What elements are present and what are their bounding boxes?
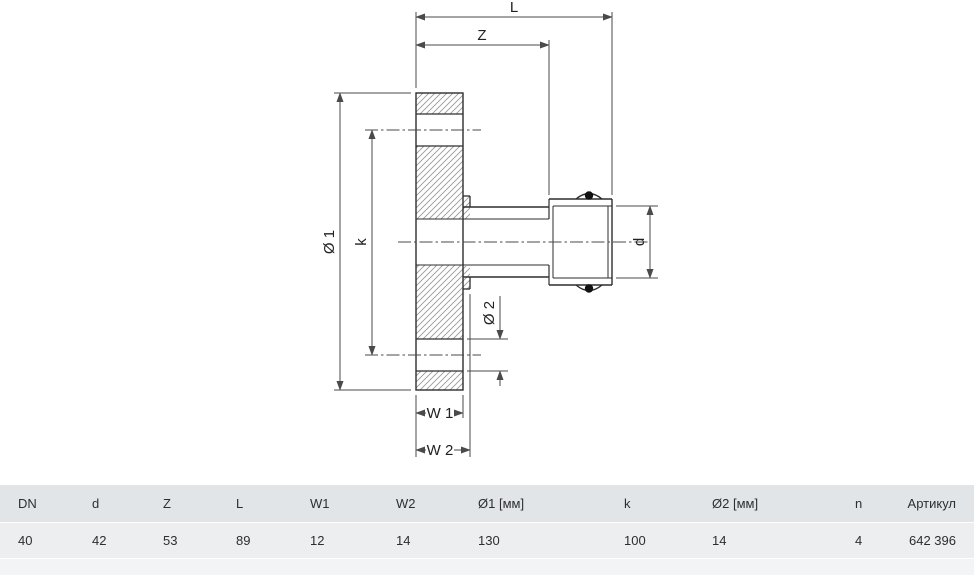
header-n: n [855, 495, 863, 511]
dim-label-Z: Z [477, 27, 486, 44]
value-z: 53 [163, 532, 178, 548]
value-l: 89 [236, 532, 251, 548]
table-footer-strip [0, 558, 974, 575]
header-l: L [236, 495, 244, 511]
header-k: k [624, 495, 631, 511]
value-w2: 14 [396, 532, 411, 548]
technical-drawing: L Z Ø 1 k Ø 2 d W 1 W 2 [321, 0, 658, 459]
dim-label-L: L [510, 0, 518, 16]
dim-label-w1: W 1 [427, 405, 454, 422]
header-z: Z [163, 495, 171, 511]
value-w1: 12 [310, 532, 325, 548]
dim-label-d2: Ø 2 [481, 301, 498, 325]
table-header-row: DN d Z L W1 W2 Ø1 [мм] k Ø2 [мм] n Артик… [0, 485, 974, 522]
dim-label-w2: W 2 [427, 442, 454, 459]
value-d: 42 [92, 532, 107, 548]
press-socket [548, 191, 613, 293]
header-d2-mm: Ø2 [мм] [712, 495, 759, 511]
value-dn: 40 [18, 532, 33, 548]
value-d1-mm: 130 [478, 532, 500, 548]
pipe-outline [416, 206, 549, 278]
header-d: d [92, 495, 100, 511]
value-d2-mm: 14 [712, 532, 727, 548]
dimensions [334, 12, 658, 457]
value-k: 100 [624, 532, 646, 548]
spec-table: DN d Z L W1 W2 Ø1 [мм] k Ø2 [мм] n Артик… [0, 485, 974, 575]
dim-label-d1: Ø 1 [321, 230, 338, 254]
o-ring-bottom [584, 284, 594, 293]
o-ring-top [584, 191, 594, 200]
value-n: 4 [855, 532, 863, 548]
table-values-row: 40 42 53 89 12 14 130 100 14 4 642 396 [0, 522, 974, 558]
drawing-canvas: L Z Ø 1 k Ø 2 d W 1 W 2 [321, 0, 658, 459]
header-article: Артикул [907, 495, 956, 511]
header-d1-mm: Ø1 [мм] [478, 495, 525, 511]
header-w1: W1 [310, 495, 330, 511]
dim-label-d: d [631, 238, 648, 246]
value-article: 642 396 [909, 532, 956, 548]
header-w2: W2 [396, 495, 416, 511]
centerlines [365, 129, 648, 356]
header-dn: DN [18, 495, 37, 511]
dim-label-k: k [353, 238, 370, 246]
